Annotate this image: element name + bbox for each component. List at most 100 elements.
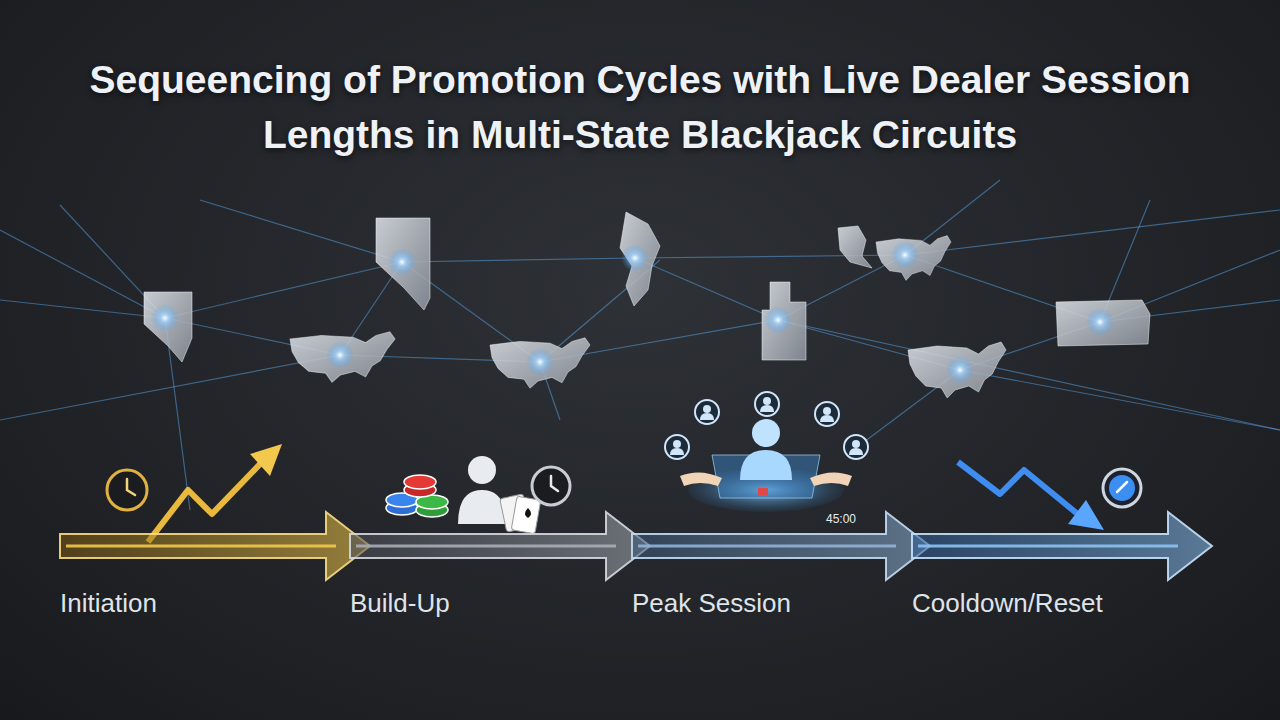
viewer-icon: [755, 392, 779, 416]
reset-badge: [1109, 475, 1135, 501]
player-icon: [458, 456, 506, 524]
dealer-table: [680, 419, 852, 512]
network-line: [0, 355, 340, 420]
viewer-icon: [760, 405, 774, 412]
cards-icon: [511, 496, 541, 534]
viewer-icon: [815, 402, 839, 426]
dealer-table: [752, 419, 780, 447]
viewer-icon: [763, 397, 771, 405]
network-line: [960, 370, 1280, 430]
network-line: [0, 230, 165, 318]
stage-arrow: Peak Session: [632, 508, 930, 626]
dealer-table: [758, 488, 768, 495]
stage-arrow: Initiation: [60, 508, 370, 626]
arrow-body: [912, 512, 1212, 580]
glow-dot: [764, 306, 792, 334]
glow-dots: [151, 241, 1114, 384]
stage-arrow: Cooldown/Reset: [912, 508, 1212, 626]
viewer-icon: [844, 435, 868, 459]
state-shape: [290, 332, 395, 382]
stage-label: Cooldown/Reset: [912, 588, 1103, 619]
glow-dot: [1086, 308, 1114, 336]
clock-icon: [532, 467, 570, 505]
growth-arrow: [148, 444, 282, 542]
viewer-icon: [695, 400, 719, 424]
network-line: [0, 300, 165, 318]
arrow-glow: [66, 545, 336, 548]
state-shape: [838, 226, 872, 268]
viewer-icon: [665, 435, 689, 459]
viewer-icon: [849, 448, 863, 455]
clock-icon: [107, 470, 147, 510]
viewer-icon: [755, 392, 779, 416]
player-icon: [458, 490, 506, 524]
dealer-table: [680, 472, 722, 486]
dealer-table: [740, 450, 792, 480]
arrow-glow: [356, 545, 616, 548]
decline-arrow: [1068, 500, 1104, 530]
arrow-body: [350, 512, 650, 580]
network-line: [165, 262, 402, 318]
glow-dot: [388, 248, 416, 276]
network-line: [200, 200, 402, 262]
clock-icon: [532, 467, 570, 505]
growth-arrow: [250, 444, 282, 476]
glow-dot: [946, 356, 974, 384]
viewer-icon: [673, 440, 681, 448]
arrow-glow: [918, 545, 1178, 548]
viewer-icon: [823, 407, 831, 415]
reset-badge: [1103, 469, 1141, 507]
viewer-icon: [695, 400, 719, 424]
state-shape: [490, 338, 590, 388]
glow-dot: [526, 348, 554, 376]
arrow-body: [632, 512, 930, 580]
network-line: [778, 320, 1280, 430]
dealer-table: [810, 472, 852, 486]
chips-icon: [386, 475, 448, 517]
growth-arrow: [148, 462, 262, 542]
network-line: [905, 210, 1280, 255]
arrow-body: [60, 512, 370, 580]
glow-dot: [326, 341, 354, 369]
state-shape: [1056, 300, 1150, 346]
arrow-shape: [912, 508, 1212, 584]
viewer-icon: [665, 435, 689, 459]
session-timer: 45:00: [826, 512, 856, 526]
stage-label: Build-Up: [350, 588, 450, 619]
glow-dot: [891, 241, 919, 269]
arrow-shape: [60, 508, 370, 584]
cards-icon: [525, 508, 531, 518]
state-shape: [876, 236, 951, 281]
state-shape: [620, 212, 660, 306]
arrow-glow: [638, 545, 896, 548]
decline-arrow: [958, 462, 1104, 530]
viewer-icon: [815, 402, 839, 426]
network-line: [402, 258, 635, 262]
state-shape: [908, 342, 1006, 398]
glow-dot: [151, 304, 179, 332]
state-shape: [376, 218, 430, 310]
reset-badge: [1117, 482, 1127, 492]
state-shapes: [144, 212, 1150, 398]
reset-badge: [1103, 469, 1141, 507]
cards-icon: [500, 494, 541, 534]
network-line: [635, 255, 905, 258]
chips-icon: [404, 475, 436, 489]
player-icon: [468, 456, 496, 484]
clock-icon: [127, 479, 135, 495]
state-shape: [762, 282, 806, 360]
viewer-icon: [700, 413, 714, 420]
state-shape: [144, 292, 192, 362]
stage-label: Initiation: [60, 588, 157, 619]
viewer-icon: [703, 405, 711, 413]
glow-dot: [621, 244, 649, 272]
viewer-icon: [852, 440, 860, 448]
viewer-icon: [844, 435, 868, 459]
arrow-shape: [632, 508, 930, 584]
viewer-icons: [665, 392, 868, 459]
clock-icon: [551, 476, 558, 491]
diagram-title: Sequeencing of Promotion Cycles with Liv…: [40, 52, 1240, 162]
network-line: [635, 258, 778, 320]
viewer-icon: [670, 448, 684, 455]
decline-arrow: [958, 462, 1080, 516]
